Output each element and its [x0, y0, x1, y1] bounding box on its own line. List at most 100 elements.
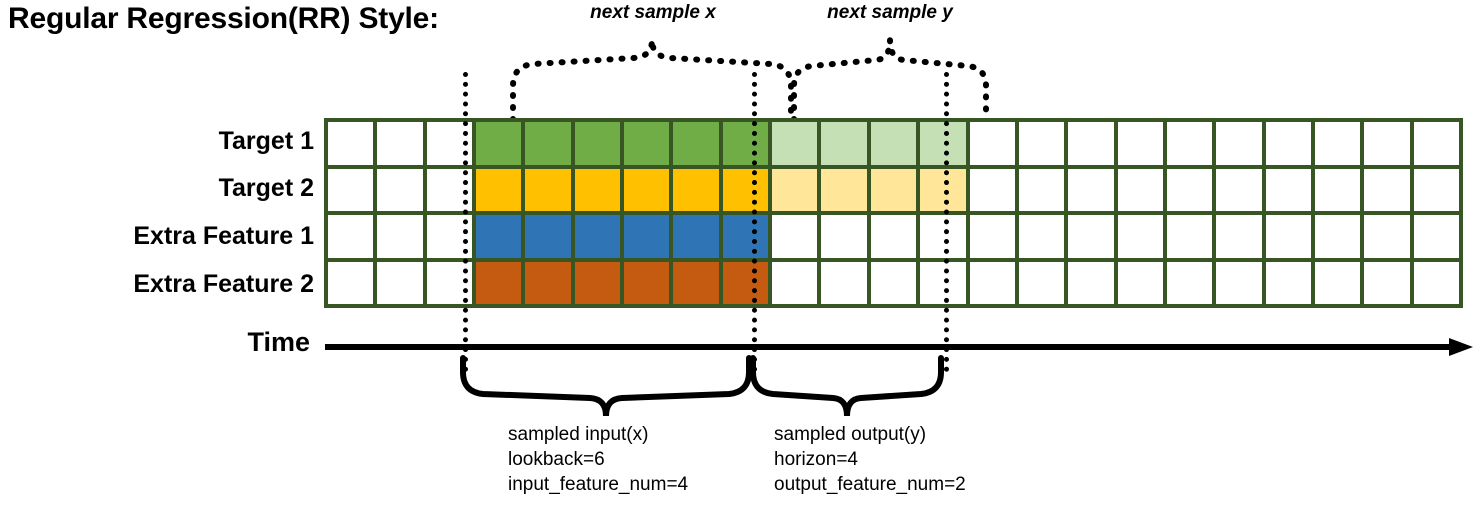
grid-cell [1068, 261, 1114, 304]
grid-cell [1314, 215, 1361, 258]
grid-cell [328, 261, 374, 304]
grid-cell [624, 168, 670, 211]
sampled-input-caption: sampled input(x) lookback=6 input_featur… [508, 422, 688, 497]
grid-cell [969, 168, 1015, 211]
grid-cell [870, 122, 917, 165]
grid-cell [920, 168, 966, 211]
next-sample-y-brace [791, 39, 989, 123]
grid-cell [574, 215, 621, 258]
horizon-value: horizon=4 [774, 449, 858, 470]
grid-cell [821, 122, 867, 165]
grid-cell [574, 261, 621, 304]
grid-cell [969, 261, 1015, 304]
page-title: Regular Regression(RR) Style: [8, 2, 439, 35]
row-label-target-2: Target 2 [218, 174, 314, 202]
grid-cell [1314, 168, 1361, 211]
grid-cell [525, 168, 571, 211]
grid-cell [772, 215, 818, 258]
sampled-input-brace [460, 355, 752, 417]
grid-cell [574, 168, 621, 211]
grid-cell [624, 261, 670, 304]
grid-cell [673, 122, 719, 165]
grid-cell [969, 122, 1015, 165]
sampled-output-brace [750, 355, 944, 417]
grid-cell [1364, 122, 1410, 165]
next-sample-y-label: next sample y [827, 2, 953, 23]
grid-cell [476, 122, 522, 165]
grid-cell [1117, 122, 1163, 165]
grid-cell [377, 168, 423, 211]
grid-cell [1413, 168, 1459, 211]
row-label-column: Target 1 Target 2 Extra Feature 1 Extra … [0, 118, 314, 308]
input-feature-num: input_feature_num=4 [508, 474, 689, 495]
input-output-divider [752, 72, 757, 372]
grid-cell [1068, 168, 1114, 211]
grid-cell [1265, 122, 1311, 165]
grid-cell [920, 122, 966, 165]
grid-cell [1166, 122, 1213, 165]
grid-cell [722, 261, 769, 304]
grid-cell [673, 261, 719, 304]
sampled-output-caption: sampled output(y) horizon=4 output_featu… [774, 422, 966, 497]
grid-cell [673, 168, 719, 211]
grid-cell [772, 168, 818, 211]
row-label-target-1: Target 1 [218, 127, 314, 155]
grid-cell [1265, 168, 1311, 211]
grid-cell [1413, 215, 1459, 258]
sampled-input-title: sampled input(x) [508, 424, 649, 445]
grid-cell [870, 215, 917, 258]
grid-cell [969, 215, 1015, 258]
grid-cell [476, 215, 522, 258]
output-feature-num: output_feature_num=2 [774, 474, 966, 495]
grid-cell [574, 122, 621, 165]
grid-cell [328, 215, 374, 258]
grid-cell [870, 261, 917, 304]
grid-cell [1018, 261, 1065, 304]
window-end-divider [944, 72, 949, 372]
grid-cell [525, 215, 571, 258]
grid-cell [1364, 261, 1410, 304]
grid-cell [1216, 215, 1262, 258]
lookback-value: lookback=6 [508, 449, 605, 470]
grid-cell [1166, 168, 1213, 211]
grid-cell [821, 261, 867, 304]
grid-cell [722, 168, 769, 211]
grid-cell [1265, 215, 1311, 258]
grid-cell [1117, 261, 1163, 304]
grid-cell [1068, 215, 1114, 258]
grid-cell [920, 261, 966, 304]
grid-cell [870, 168, 917, 211]
grid-cell [1413, 122, 1459, 165]
grid-cell [722, 122, 769, 165]
grid-cell [722, 215, 769, 258]
sampled-output-title: sampled output(y) [774, 424, 927, 445]
grid-cell [1068, 122, 1114, 165]
timeline-grid [324, 118, 1463, 308]
grid-cell [1413, 261, 1459, 304]
grid-cell [1265, 261, 1311, 304]
time-axis-arrow [325, 338, 1473, 356]
grid-cell [1166, 261, 1213, 304]
grid-cell [673, 215, 719, 258]
grid-cell [821, 168, 867, 211]
grid-cell [1018, 215, 1065, 258]
next-sample-x-brace [510, 39, 794, 123]
grid-cell [1364, 168, 1410, 211]
grid-cell [1364, 215, 1410, 258]
next-sample-x-label: next sample x [590, 2, 716, 23]
grid-cell [1117, 215, 1163, 258]
grid-cell [1166, 215, 1213, 258]
window-start-divider [463, 72, 468, 372]
grid-cell [328, 168, 374, 211]
grid-cell [821, 215, 867, 258]
grid-cell [1216, 261, 1262, 304]
grid-cell [476, 168, 522, 211]
grid-cell [1216, 168, 1262, 211]
grid-cell [377, 261, 423, 304]
grid-cell [1018, 168, 1065, 211]
grid-cell [772, 122, 818, 165]
grid-cell [772, 261, 818, 304]
grid-cell [624, 215, 670, 258]
grid-cell [1018, 122, 1065, 165]
